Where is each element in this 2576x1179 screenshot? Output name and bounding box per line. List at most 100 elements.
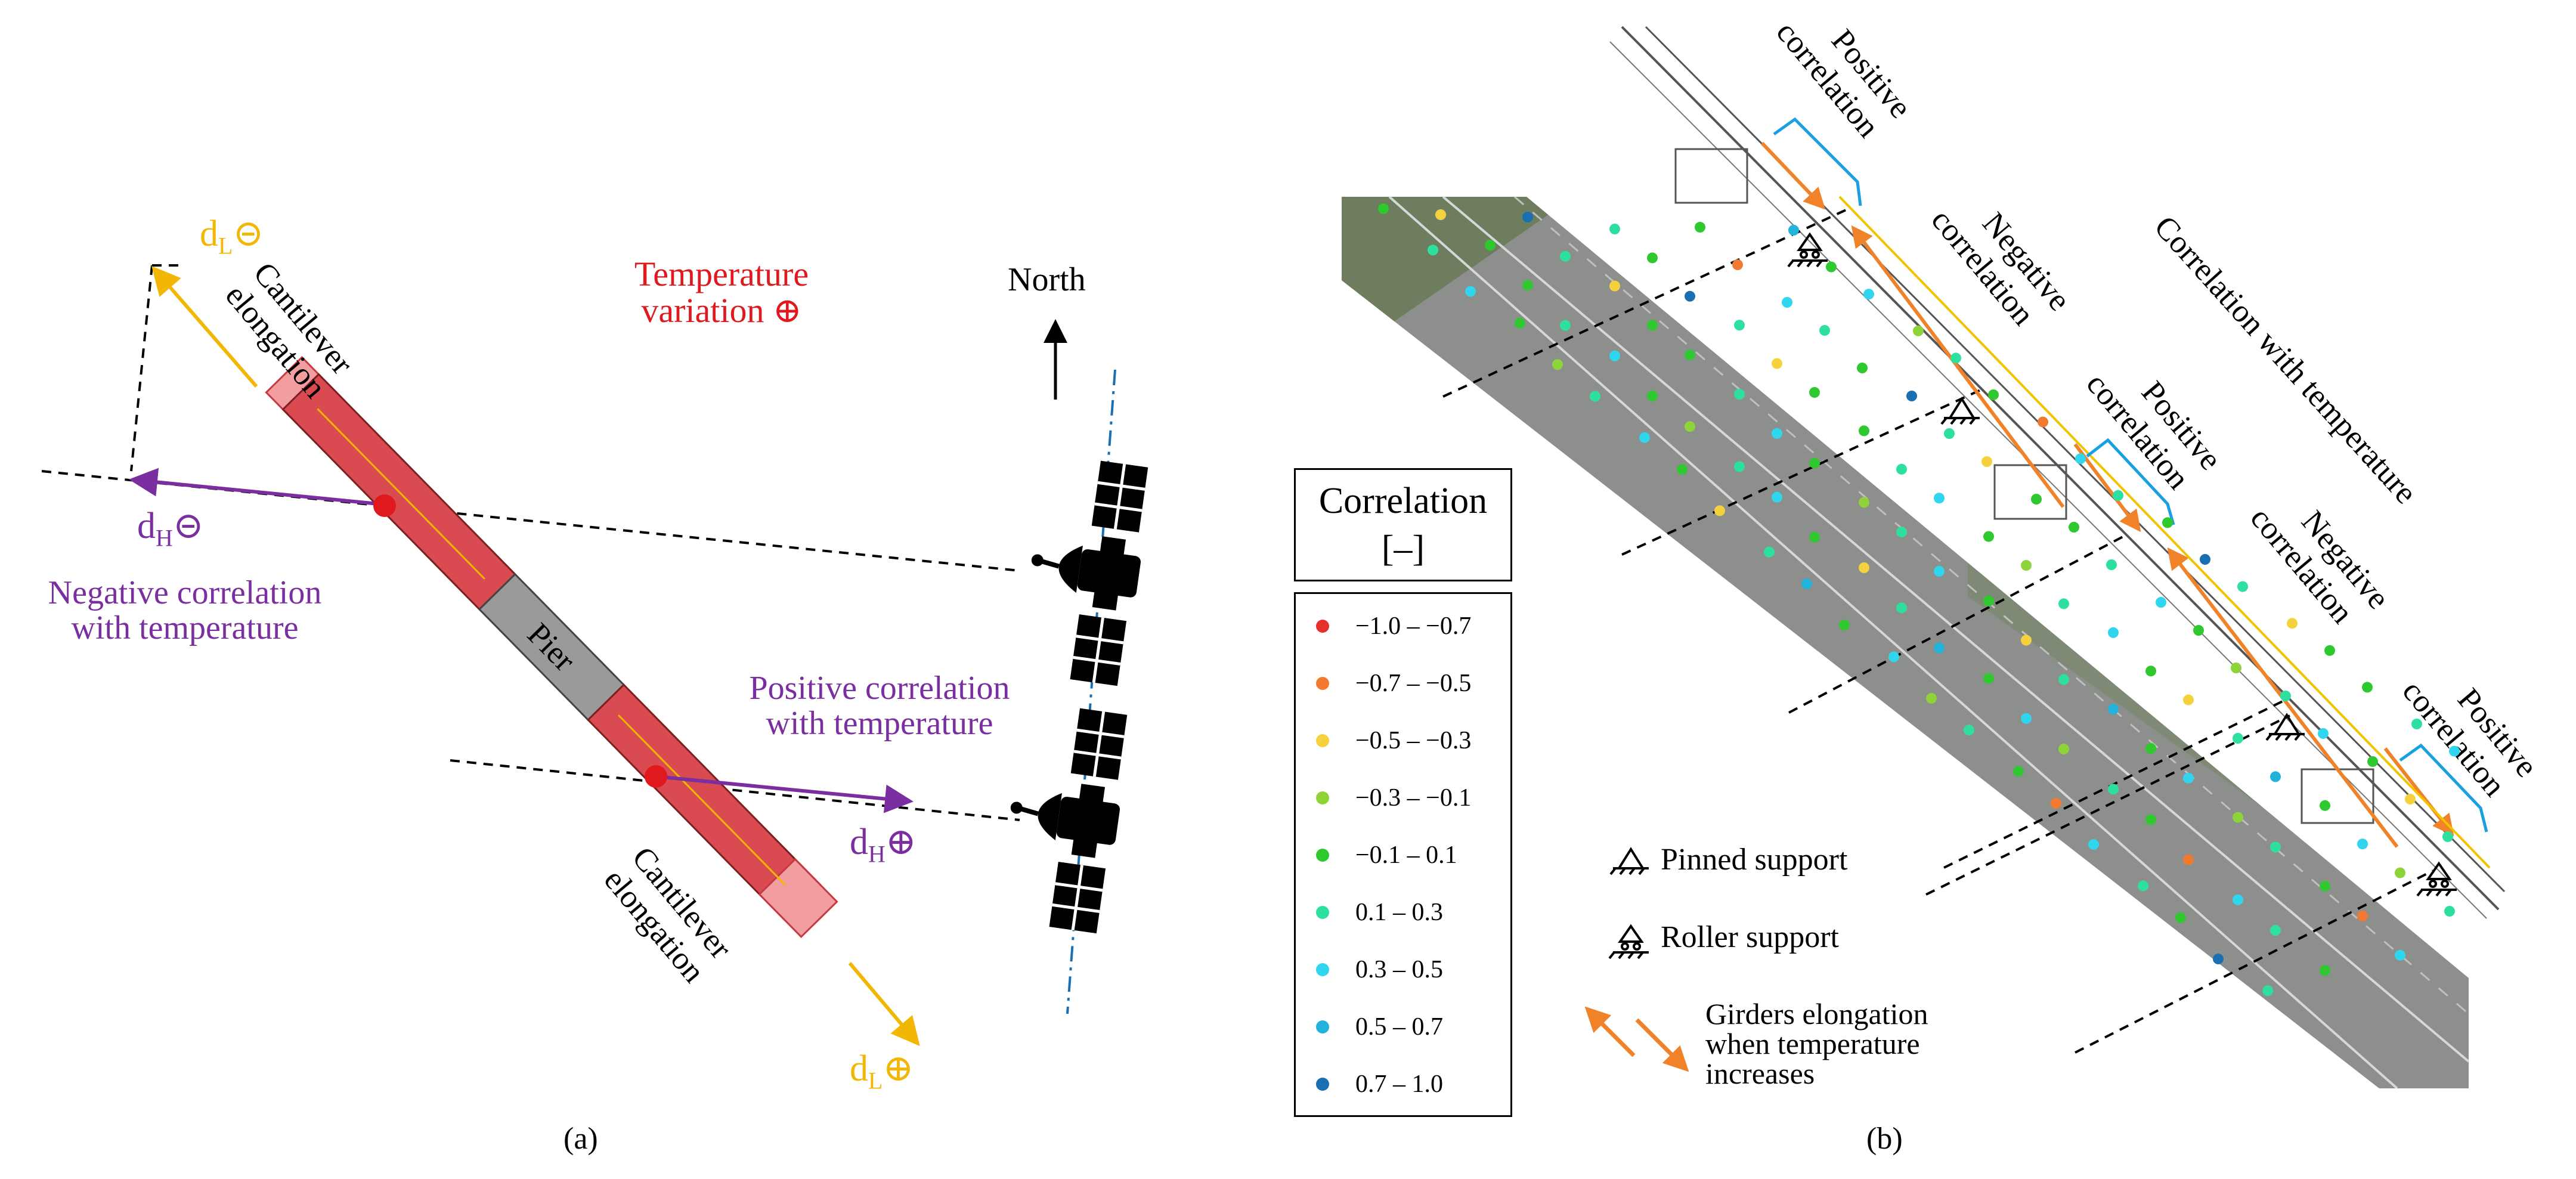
aerial-map (1342, 197, 2469, 1088)
legend-swatch (1316, 791, 1329, 804)
roller-support-icon (1608, 924, 1649, 960)
satellite-icon (1010, 708, 1128, 934)
legend-title: Correlation [–] (1294, 468, 1512, 581)
measurement-point (2013, 766, 2024, 777)
measurement-point (2051, 797, 2061, 809)
measurement-point (1809, 387, 1820, 398)
measurement-point (2088, 839, 2099, 850)
support-symbols (1608, 232, 2457, 960)
measurement-point (1983, 673, 1994, 684)
measurement-point (2411, 719, 2422, 729)
dH-minus-arrow (129, 468, 385, 506)
measurement-point (2175, 912, 2186, 923)
panel-b: Positive correlation Negative correlatio… (1342, 14, 2545, 1088)
measurement-point (1465, 286, 1476, 297)
measurement-point (2449, 745, 2460, 757)
cantilever-label-upper: Cantilever elongation (219, 255, 360, 405)
measurement-point (2069, 522, 2079, 533)
measurement-point (2138, 880, 2148, 892)
dH-minus-label: dH⊝ (137, 506, 204, 552)
dH-plus-arrow (655, 775, 914, 813)
measurement-point (1944, 428, 1955, 439)
measurement-point (1677, 464, 1688, 475)
measurement-point (1772, 358, 1782, 369)
roller-support-icon (2416, 861, 2457, 897)
caption-b: (b) (1866, 1122, 1903, 1156)
measurement-point (1983, 595, 1994, 606)
north-label: North (1008, 261, 1086, 298)
measurement-point (1950, 352, 1961, 364)
bridge-girder: Pier (265, 355, 838, 939)
measurement-point (1934, 493, 1945, 504)
measurement-point (1819, 325, 1830, 336)
measurement-point (1732, 259, 1743, 270)
measurement-point (1714, 505, 1725, 516)
measurement-point (2231, 663, 2241, 673)
measurement-point (2183, 772, 2194, 784)
measurement-point (2213, 954, 2224, 964)
measurement-point (2183, 854, 2194, 865)
measurement-point (1609, 224, 1620, 234)
measurement-point (2442, 831, 2453, 842)
measurement-point (2357, 838, 2368, 850)
roller-support-icon (1787, 232, 1828, 268)
measurement-point (1552, 359, 1563, 370)
measurement-point (1809, 531, 1820, 543)
measurement-point (1522, 212, 1533, 222)
girder-line (1621, 26, 2500, 911)
measurement-point (2287, 618, 2298, 629)
measurement-point (1983, 531, 1994, 542)
measurement-point (1685, 349, 1695, 361)
measurement-point (1764, 546, 1775, 558)
measurement-point (1896, 463, 1907, 475)
dL-plus-arrow (848, 962, 920, 1047)
measurement-point (2320, 881, 2330, 892)
measurement-point (1560, 250, 1571, 262)
los-line-upper (41, 470, 1020, 572)
measurement-point (1590, 391, 1600, 402)
measurement-point (1782, 297, 1792, 308)
measurement-point (1734, 389, 1745, 400)
measurement-point (2362, 682, 2373, 693)
measurement-point (2021, 560, 2032, 571)
measurement-point (2031, 494, 2042, 505)
measurement-point (2183, 694, 2194, 705)
measurement-point (2320, 800, 2330, 811)
measurement-point (1859, 425, 1869, 437)
legend-swatch (1316, 1020, 1329, 1033)
measurement-point (2162, 517, 2173, 528)
negative-correlation-label: Negative correlation with temperature (48, 574, 322, 646)
measurement-point (1788, 225, 1799, 236)
measurement-point (2233, 812, 2243, 823)
measurement-point (1685, 290, 1695, 302)
positive-correlation-label: Positive correlation with temperature (749, 670, 1010, 742)
measurement-point (2200, 554, 2210, 565)
pinned-support-icon (1609, 847, 1649, 875)
measurement-point (1647, 391, 1658, 401)
measurement-point (2075, 453, 2086, 465)
measurement-point (2058, 744, 2069, 754)
positive-brackets (1773, 117, 2488, 833)
temperature-variation-label: Temperature variation ⊕ (634, 255, 809, 330)
measurement-point (2145, 666, 2156, 677)
measurement-point (2108, 704, 2119, 715)
measurement-point (2270, 771, 2281, 782)
measurement-point (1859, 497, 1869, 508)
measurement-point (1896, 527, 1907, 538)
measurement-point (2106, 559, 2117, 570)
measurement-point (1734, 320, 1745, 331)
measurement-point (2038, 416, 2048, 428)
projection-line (130, 265, 153, 472)
pinned-support-icon (1940, 397, 1980, 425)
measurement-point (2108, 784, 2119, 795)
measurement-point (1378, 203, 1389, 214)
measurement-point (2058, 674, 2069, 685)
measurement-point (1859, 562, 1869, 573)
measurement-point (2395, 867, 2405, 878)
legend-item: −0.7 – −0.5 (1296, 656, 1514, 713)
measurement-points (1378, 203, 2460, 997)
dL-minus-arrow (151, 265, 258, 388)
measurement-point (1734, 461, 1745, 472)
measurement-point (1826, 261, 1837, 273)
girders-elongation-label: Girders elongation when temperature incr… (1705, 997, 1928, 1090)
